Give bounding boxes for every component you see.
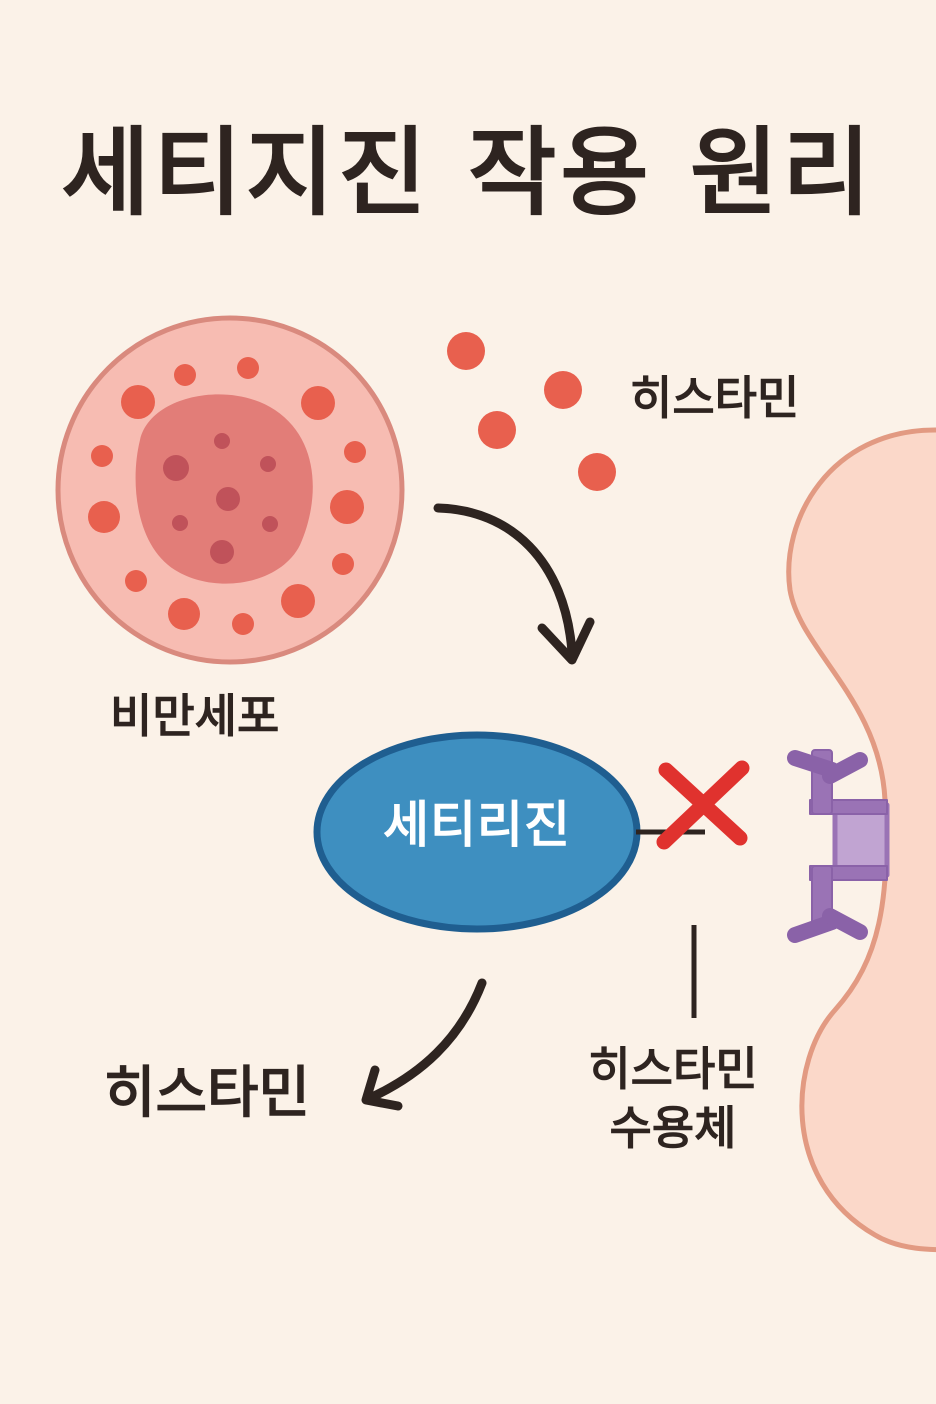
release-arrow (433, 503, 595, 665)
label-histamine-receptor: 히스타민 수용체 (548, 1040, 798, 1158)
mast-cell-granules (88, 357, 366, 635)
page-title: 세티지진 작용 원리 (61, 117, 875, 229)
label-histamine-released: 히스타민 (630, 371, 800, 425)
nucleus-dots (163, 433, 278, 564)
target-cell (786, 427, 936, 1253)
blocked-histamine-arrow (361, 978, 487, 1111)
label-cetirizine: 세티리진 (383, 796, 571, 854)
histamine-receptor (787, 749, 890, 943)
receptor-label-line2: 수용체 (609, 1100, 737, 1155)
red-x-mark (656, 760, 750, 850)
receptor-label-line1: 히스타민 (588, 1042, 758, 1096)
histamine-particles (447, 332, 616, 491)
label-histamine-free: 히스타민 (104, 1061, 311, 1126)
label-mast-cell: 비만세포 (110, 689, 280, 743)
